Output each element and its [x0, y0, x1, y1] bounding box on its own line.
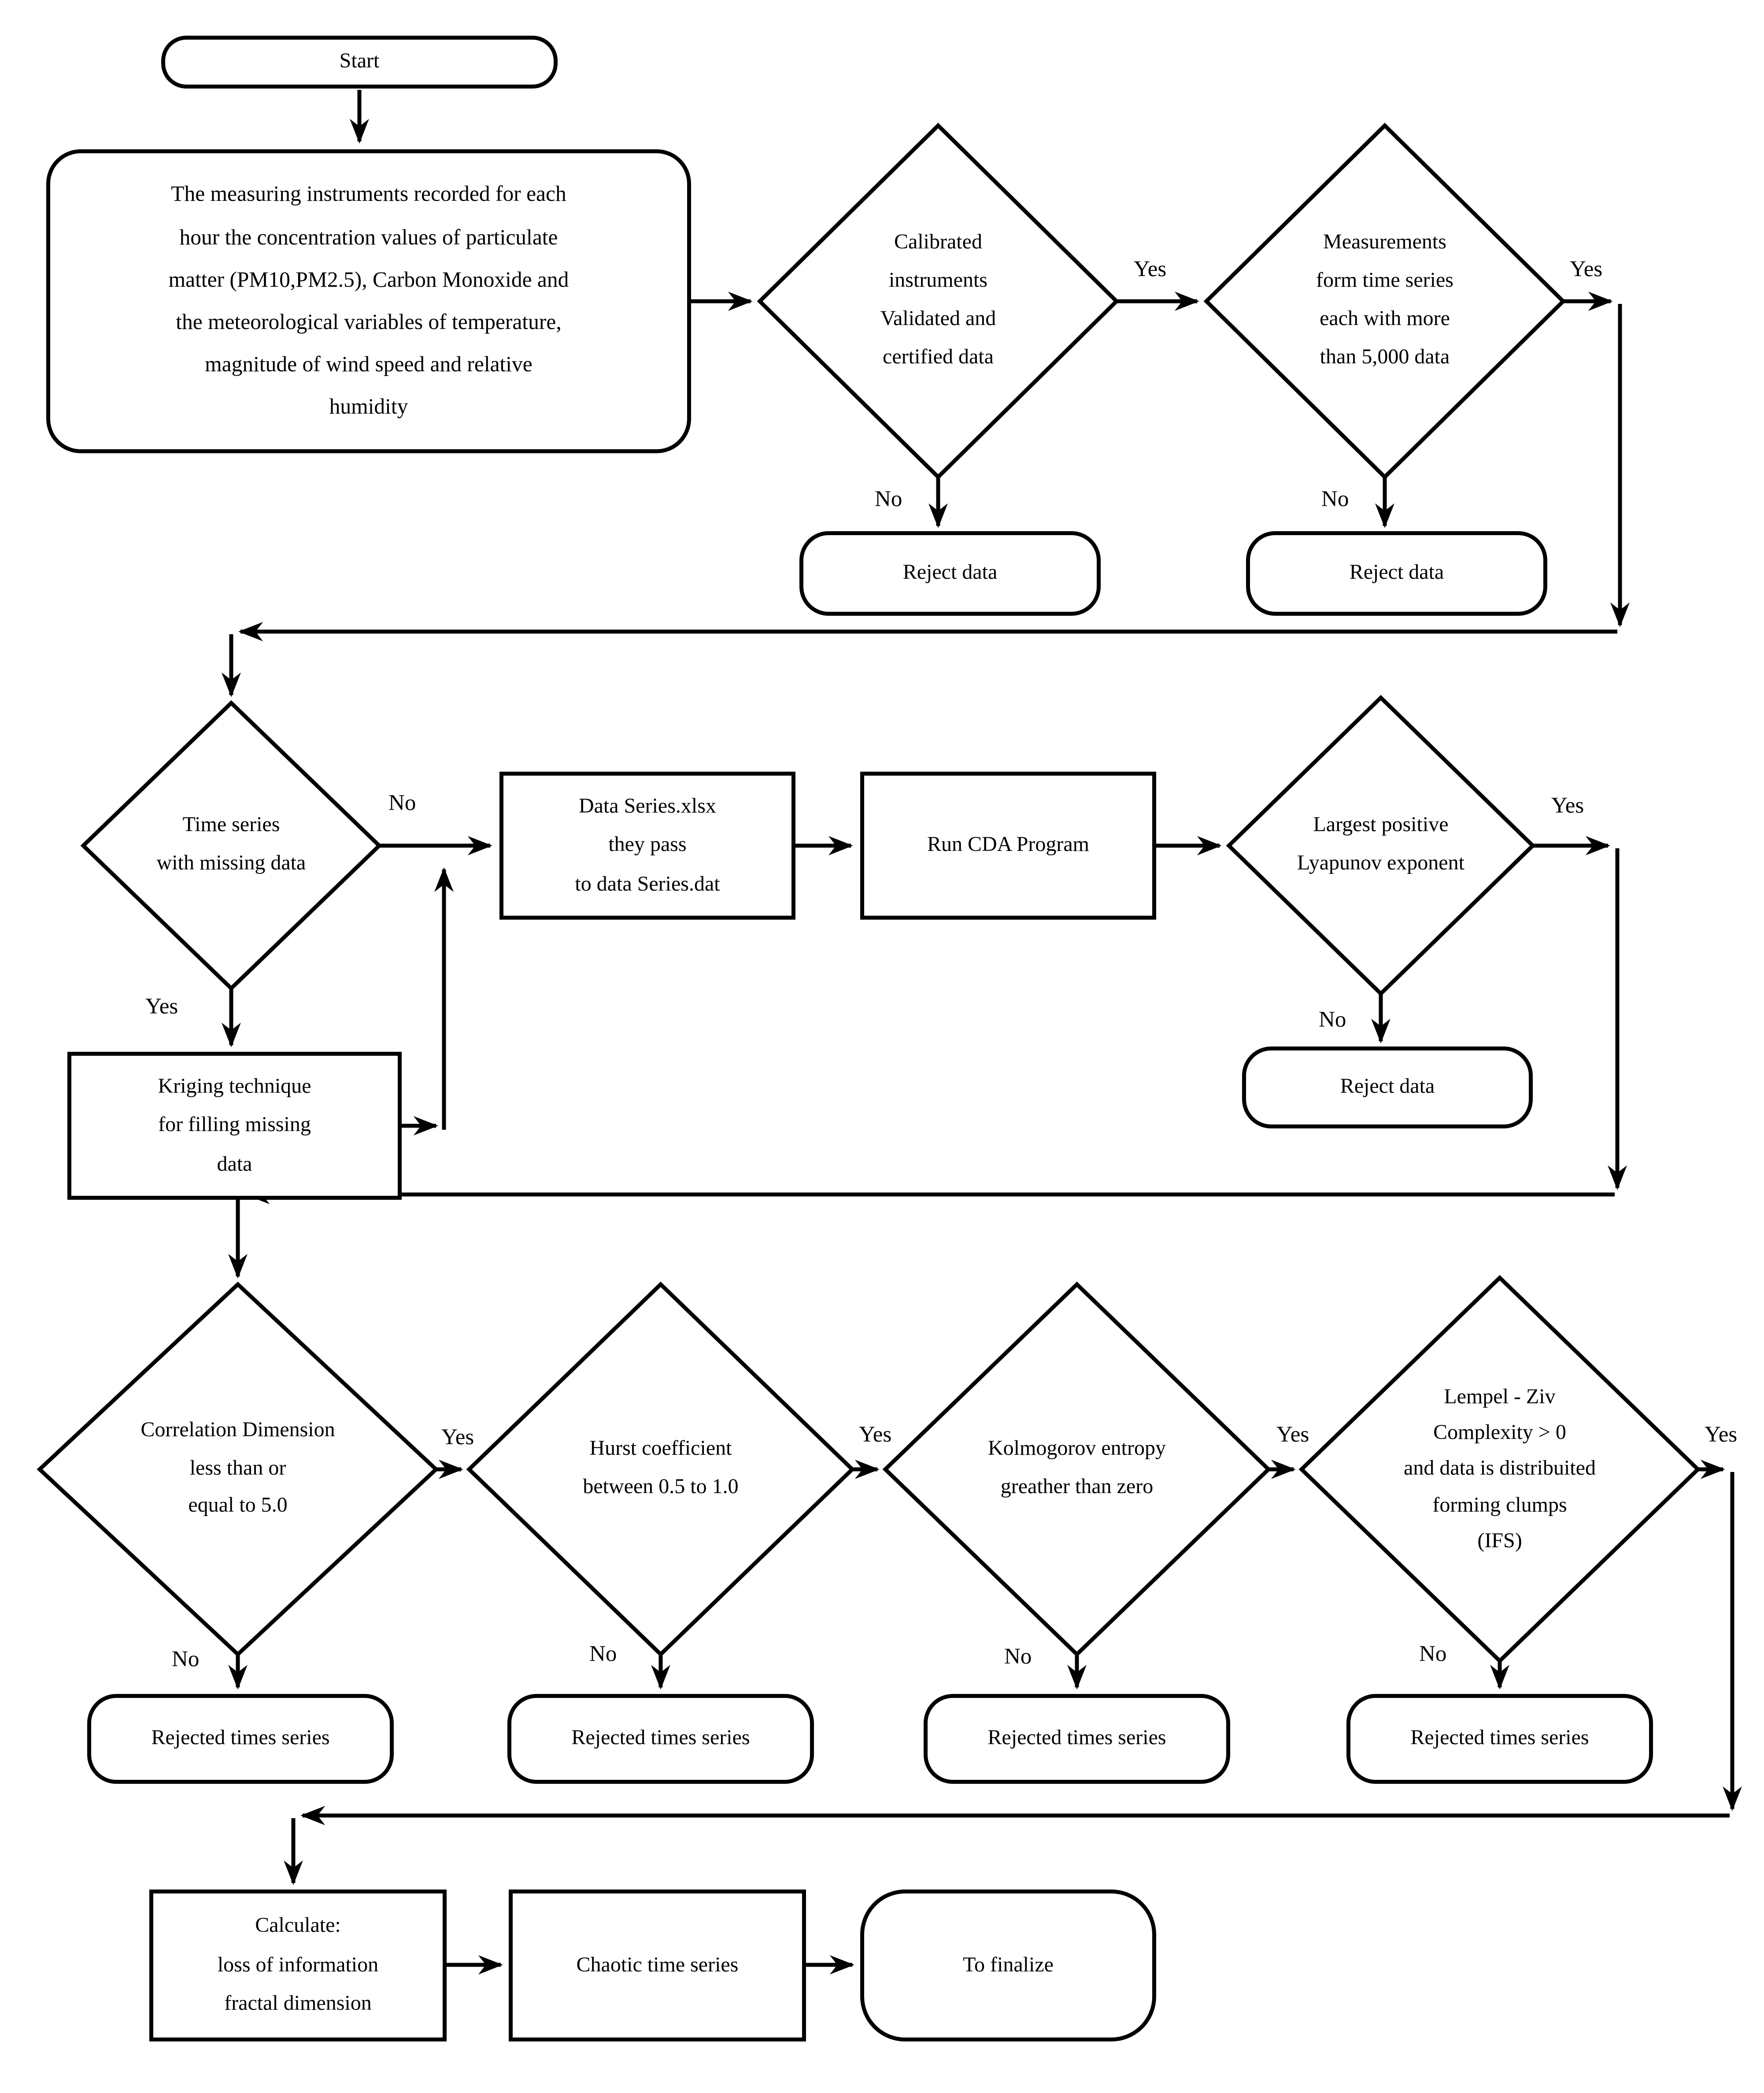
- edge-label-no-missing: No: [388, 790, 416, 815]
- start-terminator: Start: [161, 36, 558, 89]
- edge-label-no-lyapunov: No: [1319, 1007, 1346, 1032]
- edge-label-no-hurst: No: [589, 1641, 617, 1666]
- calculate-process: Calculate: loss of information fractal d…: [149, 1890, 447, 2041]
- diamond-calibrated: [757, 122, 1120, 480]
- edge-label-no-calibrated: No: [875, 486, 902, 511]
- diamond-missing-data: [80, 700, 382, 991]
- rejected-series-4: Rejected times series: [1346, 1694, 1653, 1784]
- edge-label-no-measurements: No: [1321, 486, 1349, 511]
- edge-label-yes-lempel: Yes: [1705, 1422, 1738, 1447]
- diamond-kolmogorov: [882, 1281, 1272, 1657]
- diamond-measurements: [1203, 122, 1566, 480]
- edge-label-no-correlation: No: [172, 1646, 200, 1671]
- edge-label-yes-hurst: Yes: [859, 1422, 892, 1447]
- data-series-process: Data Series.xlsx they pass to data Serie…: [499, 772, 795, 920]
- rejected-series-1: Rejected times series: [87, 1694, 394, 1784]
- edge-label-no-kolmogorov: No: [1004, 1644, 1032, 1669]
- finalize-terminator: To finalize: [860, 1890, 1156, 2041]
- reject-data-1: Reject data: [799, 531, 1101, 616]
- edge-label-yes-lyapunov: Yes: [1551, 793, 1584, 818]
- rejected-series-2: Rejected times series: [507, 1694, 814, 1784]
- run-cda-process: Run CDA Program: [860, 772, 1156, 920]
- reject-data-3: Reject data: [1242, 1046, 1533, 1128]
- edge-label-yes-kolmogorov: Yes: [1276, 1422, 1309, 1447]
- edge-label-yes-correlation: Yes: [441, 1424, 474, 1450]
- edge-label-yes-calibrated: Yes: [1134, 256, 1167, 281]
- diamond-hurst: [466, 1281, 855, 1657]
- diamond-lyapunov: [1226, 695, 1536, 997]
- diamond-lempel-ziv: [1298, 1275, 1701, 1664]
- edge-label-no-lempel: No: [1419, 1641, 1447, 1666]
- rejected-series-3: Rejected times series: [924, 1694, 1230, 1784]
- diamond-correlation: [37, 1281, 439, 1657]
- chaotic-process: Chaotic time series: [509, 1890, 806, 2041]
- measuring-process: The measuring instruments recorded for e…: [46, 149, 691, 453]
- edge-label-yes-missing: Yes: [145, 994, 178, 1019]
- edge-label-yes-measurements: Yes: [1570, 256, 1603, 281]
- kriging-process: Kriging technique for filling missing da…: [67, 1052, 402, 1200]
- reject-data-2: Reject data: [1246, 531, 1547, 616]
